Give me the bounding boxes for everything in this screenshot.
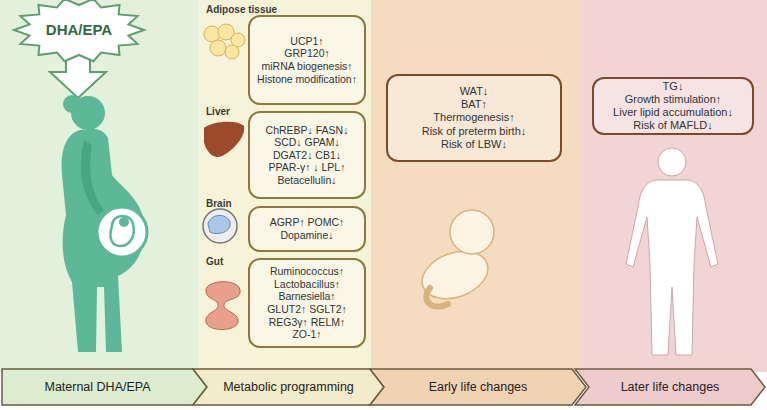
fat-cell (210, 40, 226, 56)
node-text: WAT↓ (460, 85, 489, 98)
node-text: Metabolic programming (223, 380, 354, 395)
effect-box: WAT↓BAT↑Thermogenesis↑Risk of preterm bi… (386, 74, 562, 162)
node-text: SCD↓ GPAM↓ (274, 136, 340, 149)
node-text: Maternal DHA/EPA (44, 380, 150, 395)
organ-label: Adipose tissue (206, 4, 277, 15)
human-head (658, 148, 686, 176)
node-text: Risk of LBW↓ (441, 138, 507, 151)
node-text: Betacellulin↓ (278, 174, 337, 187)
node-text: Early life changes (429, 380, 528, 395)
effect-box: AGRP↑ POMC↑Dopamine↓ (248, 206, 366, 252)
chevron-shape (2, 369, 207, 405)
node-text: UCP1↑ (290, 35, 323, 48)
chevron-shape (193, 369, 384, 405)
node-text: REG3γ↑ RELM↑ (269, 316, 345, 329)
fat-cell (225, 45, 239, 59)
node-text: ZO-1↑ (292, 328, 321, 341)
woman-arm (81, 140, 104, 215)
node-text: Liver lipid accumulation↓ (613, 106, 733, 119)
fetus-leg (426, 288, 448, 307)
chevron-shape (370, 369, 586, 405)
stage-chevron: Metabolic programming (193, 369, 384, 405)
human-body (626, 180, 718, 355)
node-text: Barnesiella↑ (278, 290, 335, 303)
stage-chevron: Later life changes (575, 369, 765, 405)
chevron-shape (575, 369, 765, 405)
early-life-column (371, 0, 580, 372)
node-text: AGRP↑ POMC↑ (270, 216, 345, 229)
organ-label: Liver (206, 106, 230, 117)
brain-region (208, 215, 230, 233)
womb (97, 207, 147, 257)
node-text: Later life changes (621, 380, 720, 395)
stage-chevron: Early life changes (370, 369, 586, 405)
fetus-body (416, 243, 495, 308)
starburst-node: DHA/EPA (14, 2, 144, 58)
node-text: Dopamine↓ (280, 229, 333, 242)
effect-box: TG↓Growth stimulation↑Liver lipid accumu… (592, 77, 754, 135)
organ-label: Gut (206, 256, 223, 267)
node-text: ChREBP↓ FASN↓ (266, 124, 349, 137)
liver-icon (204, 122, 244, 157)
node-text: GLUT2↑ SGLT2↑ (267, 303, 347, 316)
node-text: DHA/EPA (46, 21, 112, 39)
node-text: Lactobacillus↑ (274, 278, 340, 291)
node-text: Risk of MAFLD↓ (633, 119, 712, 132)
gut-icon (206, 282, 240, 330)
effect-box: UCP1↑GRP120↑miRNA biogenesis↑Histone mod… (248, 15, 366, 105)
node-text: GRP120↑ (284, 47, 330, 60)
node-text: Ruminococcus↑ (270, 265, 344, 278)
fetus-head (450, 210, 494, 254)
later-life-column (580, 0, 767, 372)
node-text: PPAR-γ↑ ↓ LPL↑ (269, 161, 346, 174)
woman-head (71, 96, 105, 130)
effect-box: Ruminococcus↑Lactobacillus↑Barnesiella↑G… (248, 258, 366, 348)
organ-label: Brain (206, 198, 232, 209)
node-text: Growth stimulation↑ (625, 93, 722, 106)
maternal-column (0, 0, 199, 372)
starburst-shape (14, 0, 144, 61)
node-text: Risk of preterm birth↓ (422, 125, 527, 138)
brain-icon (203, 209, 237, 243)
node-text: miRNA biogenesis↑ (261, 60, 352, 73)
node-text: Histone modification↑ (257, 73, 357, 86)
effect-box: ChREBP↓ FASN↓SCD↓ GPAM↓DGAT2↓ CB1↓PPAR-γ… (248, 111, 366, 199)
fetus-in-womb (110, 216, 133, 246)
node-text: TG↓ (663, 80, 684, 93)
stage-chevron: Maternal DHA/EPA (2, 369, 207, 405)
node-text: DGAT2↓ CB1↓ (273, 149, 341, 162)
fetus-head (119, 217, 129, 227)
programming-column (199, 0, 371, 372)
node-text: Thermogenesis↑ (433, 111, 514, 124)
node-text: BAT↑ (461, 98, 487, 111)
